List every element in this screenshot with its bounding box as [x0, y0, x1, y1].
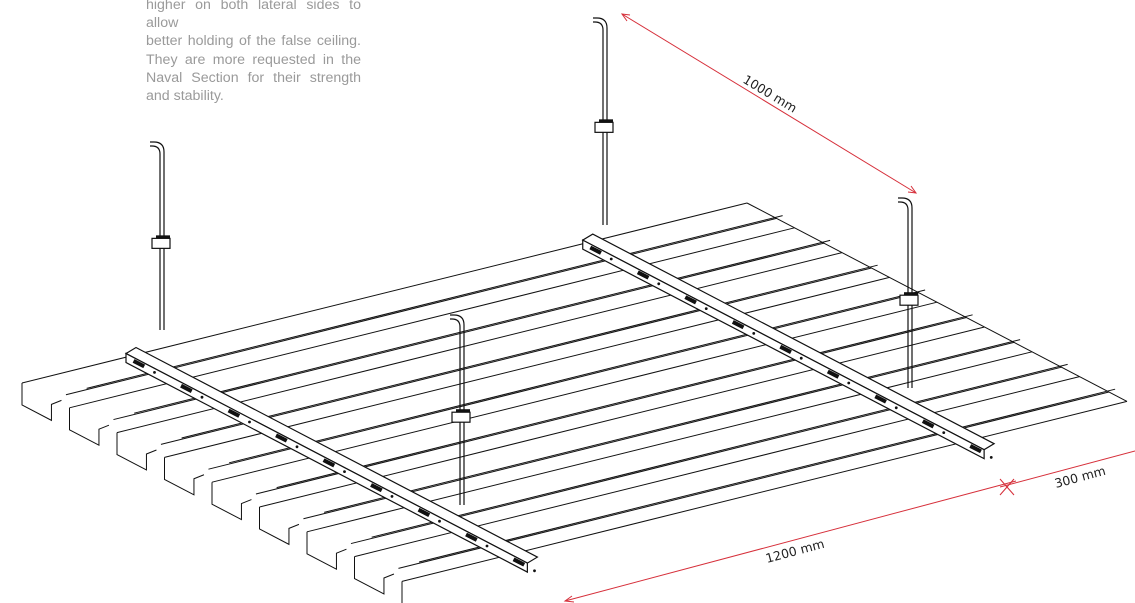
panel-profile [306, 531, 347, 571]
panel-groove [86, 215, 783, 389]
carrier-rail-back [581, 233, 996, 451]
description-line: They are more requested in the [146, 51, 361, 68]
panel-groove [303, 341, 1015, 520]
panel-profile [69, 407, 110, 447]
hanger-front-right-hook [450, 318, 461, 345]
suspension-hangers [150, 17, 919, 505]
dimension-panel-length: 1200 mm [563, 480, 1017, 603]
ceiling-panels [21, 202, 1128, 603]
description-line: better holding of the false ceiling. [146, 33, 361, 50]
rail-hole [704, 307, 708, 310]
hanger-back-right-hook [898, 197, 913, 228]
rail-clip [417, 507, 431, 517]
description-paragraph: higher on both lateral sides to allow be… [146, 0, 361, 105]
rail-clip [180, 383, 193, 393]
description-line: Naval Section for their strength [146, 69, 361, 86]
hanger-front-right-clamp-bar [456, 409, 470, 413]
rail-hole [609, 257, 613, 261]
panel-profile [116, 432, 157, 471]
panel-groove [181, 264, 878, 439]
rail-clip [969, 444, 982, 454]
hanger-back-left-hook [593, 21, 604, 48]
rail-clip [921, 419, 935, 429]
rail-hole [390, 495, 394, 498]
rail-clip [465, 532, 478, 542]
panel-groove [350, 366, 1062, 545]
hanger-front-left-clamp [151, 237, 171, 249]
rail-clip [684, 295, 697, 305]
rail-hole [657, 282, 661, 286]
panel-groove [208, 292, 920, 470]
rail-hole [942, 431, 946, 434]
dimension-label-1000: 1000 mm [740, 72, 799, 116]
panel-profile [354, 556, 395, 595]
description-line: and stability. [146, 88, 224, 105]
hanger-front-right-hook [450, 314, 465, 345]
hanger-back-left-hook [593, 17, 608, 48]
panel-profile [21, 383, 62, 422]
hanger-back-right-clamp-bar [904, 292, 918, 296]
panel-groove [419, 388, 1116, 563]
rail-hole [200, 395, 204, 399]
rail-clip [874, 394, 887, 404]
panel-groove [160, 267, 872, 445]
hanger-back-left-clamp-bar [599, 119, 613, 123]
hanger-back-right-clamp [899, 294, 919, 306]
panel-groove [134, 239, 831, 414]
rail-hole [438, 519, 441, 523]
rail-hole [799, 356, 803, 360]
dimension-label-300: 300 mm [1053, 463, 1107, 491]
hanger-front-left-clamp-bar [156, 235, 170, 239]
hanger-front-left-hook [150, 141, 165, 172]
rail-clip [589, 245, 602, 255]
rail-clip [132, 359, 146, 369]
panel-profile [211, 482, 252, 521]
dimension-panel-width: 300 mm [999, 450, 1135, 496]
rail-hole [752, 332, 756, 335]
panel-groove [229, 289, 926, 464]
rail-hole [248, 420, 251, 424]
panel-groove [255, 317, 967, 495]
panel-groove [398, 391, 1110, 569]
rail-clip [636, 270, 650, 280]
rail-clip [826, 369, 840, 379]
rail-clip [275, 433, 288, 443]
panel-groove [276, 314, 973, 489]
rail-hole [153, 371, 156, 374]
dimension-carrier-spacing: 1000 mm [620, 13, 918, 194]
carrier-rails [124, 233, 996, 574]
panel-profile [164, 457, 205, 496]
rail-clip [512, 557, 526, 567]
rail-clip [370, 483, 383, 493]
rail-clip [227, 408, 241, 418]
panel-groove [371, 363, 1068, 538]
panel-back-edge [746, 202, 1128, 402]
hanger-front-left-hook [150, 145, 161, 172]
rail-hole [894, 406, 898, 410]
rail-clip [779, 344, 792, 354]
rail-hole [295, 445, 299, 449]
hanger-back-right-hook [898, 201, 909, 228]
rail-hole [533, 569, 536, 573]
panel-profile [259, 507, 300, 546]
description-line: higher on both lateral sides to allow [146, 0, 361, 32]
rail-clip [731, 320, 745, 330]
panel-groove [324, 339, 1021, 513]
rail-hole [847, 381, 851, 385]
panel-groove [65, 217, 777, 396]
rail-hole [343, 470, 346, 473]
rail-clip [322, 458, 336, 468]
rail-hole [485, 544, 489, 548]
rail-hole [989, 456, 993, 459]
panel-groove [113, 242, 825, 421]
hanger-back-left-clamp [594, 121, 614, 133]
hanger-front-right-clamp [451, 411, 471, 423]
